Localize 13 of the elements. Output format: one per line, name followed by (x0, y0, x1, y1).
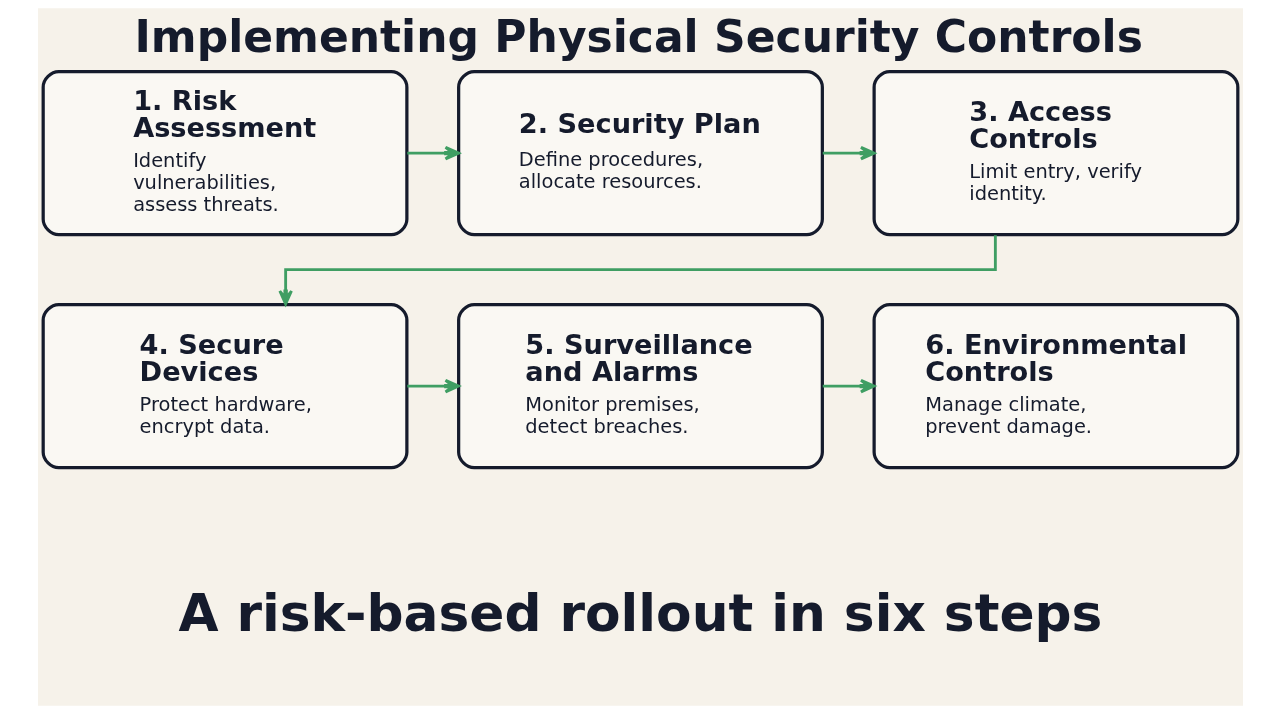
arrow (406, 378, 460, 394)
node-box: 1. Risk Assessment Identify vulnerabilities, assess threats. (41, 70, 408, 237)
caption: A risk-based rollout in six steps (177, 582, 1102, 643)
arrow (277, 235, 997, 306)
node-box: 5. Surveillance and Alarms Monitor premises, detect breaches. (456, 302, 824, 470)
arrow (822, 378, 875, 394)
node-box: 2. Security Plan Define procedures, allocate resources. (456, 70, 824, 237)
diagram-title: Implementing Physical Security Controls (133, 11, 1143, 63)
node-box: 4. Secure Devices Protect hardware, encrypt data. (41, 302, 408, 470)
node-box: 3. Access Controls Limit entry, verify identity. (872, 70, 1239, 237)
node-box: 6. Environmental Controls Manage climate, prevent damage. (872, 302, 1239, 470)
arrow (822, 145, 875, 161)
arrow (406, 145, 460, 161)
